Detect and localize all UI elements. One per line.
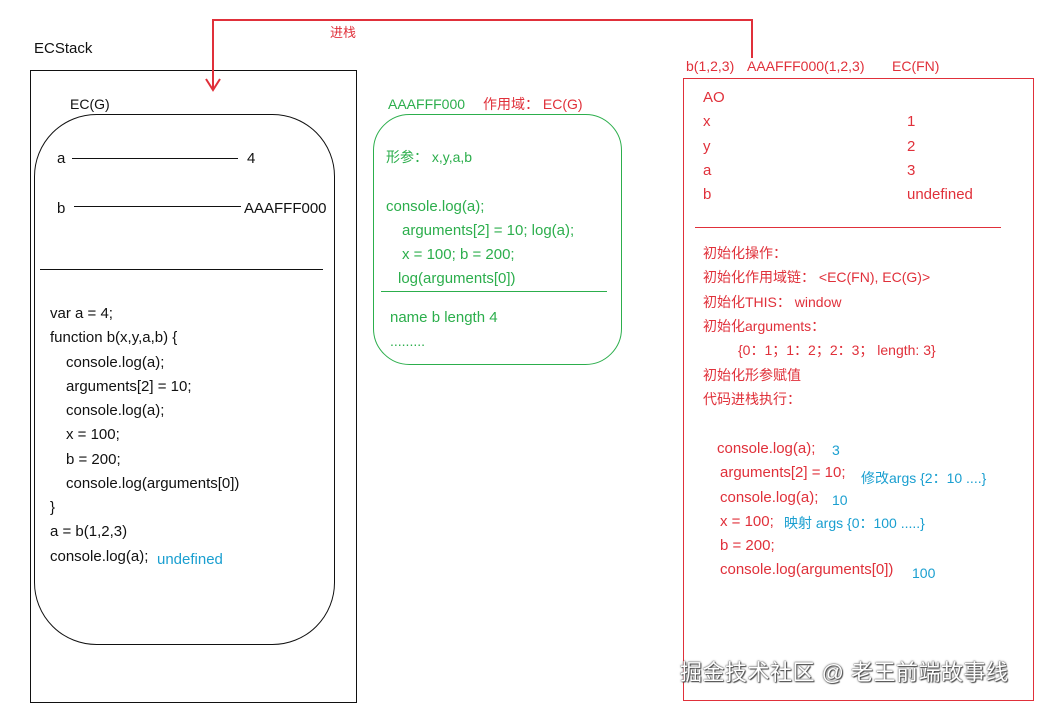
- global-code-line: arguments[2] = 10;: [66, 378, 192, 395]
- heap-code-line: console.log(a);: [386, 198, 485, 215]
- global-code-line: a = b(1,2,3): [50, 523, 128, 540]
- global-ec-label: EC(G): [70, 96, 110, 112]
- heap-address: AAAFFF000: [388, 96, 466, 112]
- global-code-line: console.log(a);: [50, 548, 149, 565]
- global-code-line: }: [50, 499, 56, 516]
- init-step: 初始化作用域链： <EC(FN), EC(G)>: [703, 269, 931, 285]
- heap-more: .........: [390, 333, 426, 349]
- exec-note: 3: [832, 442, 840, 458]
- global-var-b-name: b: [57, 200, 66, 217]
- global-code-line: var a = 4;: [50, 305, 113, 322]
- heap-code-line: x = 100; b = 200;: [402, 246, 515, 263]
- exec-code: b = 200;: [720, 537, 775, 554]
- init-step: 代码进栈执行：: [703, 391, 801, 407]
- exec-code: console.log(arguments[0]): [720, 561, 894, 578]
- ecstack-box: [30, 70, 357, 703]
- push-arrow-head: [205, 78, 221, 92]
- ao-var-name: b: [703, 186, 712, 203]
- init-step: 初始化arguments：: [703, 318, 826, 334]
- ao-var-value: 1: [907, 113, 916, 130]
- init-step: 初始化操作：: [703, 245, 787, 261]
- heap-code-line: arguments[2] = 10; log(a);: [402, 222, 575, 239]
- fn-ec-label: EC(FN): [892, 58, 940, 74]
- push-label: 进栈: [330, 25, 357, 40]
- exec-note: 映射 args {0：100 .....}: [784, 515, 925, 531]
- fn-ec-box: [683, 78, 1034, 701]
- init-step: 初始化THIS： window: [703, 294, 842, 310]
- exec-code: console.log(a);: [720, 489, 819, 506]
- ecstack-label: ECStack: [34, 40, 93, 57]
- global-code-line: b = 200;: [66, 451, 121, 468]
- exec-note: 修改args {2：10 ....}: [861, 470, 987, 486]
- global-result: undefined: [157, 551, 223, 568]
- heap-props: name b length 4: [390, 309, 498, 326]
- fn-ec-address: AAAFFF000(1,2,3): [747, 58, 865, 74]
- global-var-a-value: 4: [247, 150, 256, 167]
- heap-params: 形参： x,y,a,b: [386, 149, 473, 165]
- heap-box: [373, 114, 622, 365]
- global-var-a-name: a: [57, 150, 66, 167]
- ao-label: AO: [703, 89, 725, 106]
- ao-var-value: 3: [907, 162, 916, 179]
- exec-code: console.log(a);: [717, 440, 816, 457]
- global-code-line: console.log(a);: [66, 354, 165, 371]
- ao-var-name: a: [703, 162, 712, 179]
- global-ec-box: [34, 114, 335, 645]
- exec-note: 100: [912, 565, 936, 581]
- ao-var-value: 2: [907, 138, 916, 155]
- heap-code-line: log(arguments[0]): [398, 270, 516, 287]
- ao-var-name: x: [703, 113, 711, 130]
- init-step: 初始化形参赋值: [703, 367, 801, 383]
- global-code-line: x = 100;: [66, 426, 120, 443]
- fn-ec-call: b(1,2,3): [686, 58, 735, 74]
- init-step: {0：1；1：2；2：3； length: 3}: [738, 342, 936, 358]
- watermark: 掘金技术社区 @ 老王前端故事线: [680, 660, 1009, 685]
- global-var-b-value: AAAFFF000: [244, 200, 327, 217]
- exec-code: arguments[2] = 10;: [720, 464, 846, 481]
- global-code-line: console.log(arguments[0]): [66, 475, 240, 492]
- ao-var-name: y: [703, 138, 711, 155]
- heap-scope: 作用域： EC(G): [483, 96, 583, 112]
- ao-var-value: undefined: [907, 186, 973, 203]
- global-code-line: function b(x,y,a,b) {: [50, 329, 178, 346]
- exec-code: x = 100;: [720, 513, 774, 530]
- exec-note: 10: [832, 492, 848, 508]
- push-arrow-line: [212, 19, 753, 88]
- global-code-line: console.log(a);: [66, 402, 165, 419]
